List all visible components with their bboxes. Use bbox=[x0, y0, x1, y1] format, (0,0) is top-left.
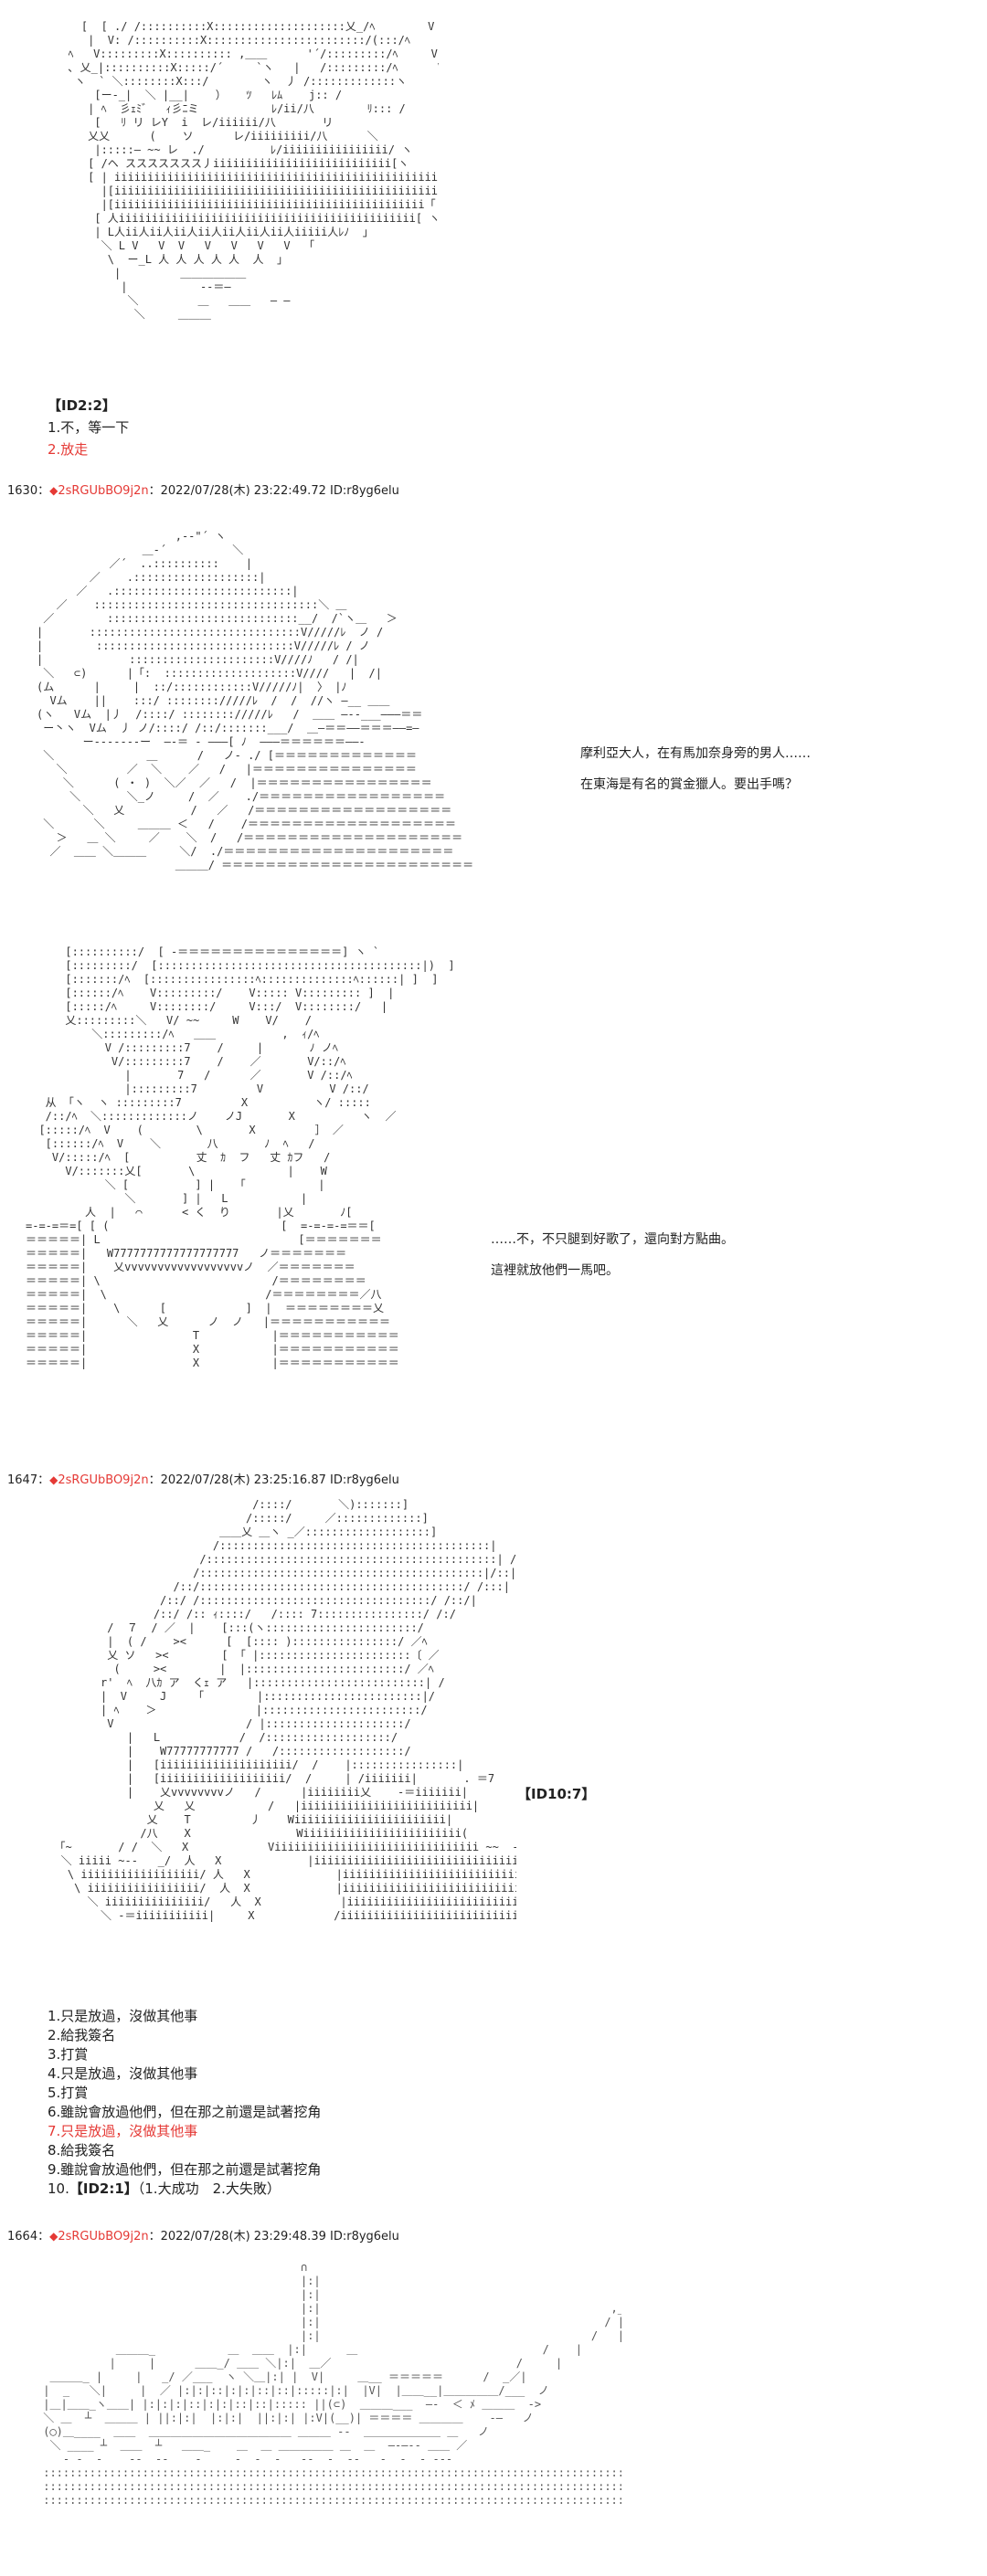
ascii-art-masked-figure: [::::::::::/ [ ‐＝＝＝＝＝＝＝＝＝＝＝＝＝＝＝] ヽ ` [::… bbox=[26, 945, 455, 1369]
id-label-id10-7: 【ID10:7】 bbox=[517, 1786, 596, 1802]
dialogue-line-2: 在東海是有名的賞金獵人。要出手嗎？ bbox=[580, 777, 798, 792]
option-3: 3.打賞 bbox=[48, 2046, 89, 2063]
post-header-1647: 1647：◆2sRGUbBO9j2n：2022/07/28(木) 23:25:1… bbox=[7, 1473, 399, 1487]
post-id: ID:r8yg6elu bbox=[330, 2230, 399, 2243]
post-number: 1630 bbox=[7, 484, 38, 498]
ascii-art-ship: ∩ |:| |:| |:| ,_ bbox=[43, 2261, 621, 2507]
post-datetime: 2022/07/28(木) 23:25:16.87 bbox=[160, 1473, 326, 1487]
ascii-art-face: [ [ ./ /::::::::::Χ::::::::::::::::::::乂… bbox=[68, 20, 439, 321]
id-label-id2-1: 【ID2:1】 bbox=[69, 2180, 138, 2197]
option-6: 6.雖說會放過他們，但在那之前還是試著挖角 bbox=[48, 2104, 322, 2120]
option-8: 8.給我簽名 bbox=[48, 2142, 116, 2159]
dialogue-line-1: 摩利亞大人，在有馬加奈身旁的男人…… bbox=[580, 746, 811, 761]
option-2-selected: 2.放走 bbox=[48, 441, 89, 458]
post-id: ID:r8yg6elu bbox=[330, 484, 399, 498]
choice-block-id2-2: 【ID2:2】 1.不，等一下 2.放走 bbox=[48, 395, 129, 460]
trip-diamond-icon: ◆ bbox=[49, 2230, 58, 2243]
option-1: 1.只是放過，沒做其他事 bbox=[48, 2008, 198, 2024]
tripcode-link[interactable]: 2sRGUbBO9j2n bbox=[58, 484, 149, 498]
post-id: ID:r8yg6elu bbox=[330, 1473, 399, 1487]
trip-diamond-icon: ◆ bbox=[49, 1473, 58, 1486]
id-label: 【ID2:2】 bbox=[48, 397, 116, 414]
option-7-selected: 7.只是放過，沒做其他事 bbox=[48, 2123, 198, 2139]
option-10: 10.【ID2:1】（1.大成功 2.大失敗） bbox=[48, 2180, 281, 2197]
post-datetime: 2022/07/28(木) 23:22:49.72 bbox=[160, 484, 326, 498]
dialogue-1630-a: 摩利亞大人，在有馬加奈身旁的男人…… 在東海是有名的賞金獵人。要出手嗎？ bbox=[580, 738, 811, 800]
post-header-1664: 1664：◆2sRGUbBO9j2n：2022/07/28(木) 23:29:4… bbox=[7, 2230, 399, 2243]
post-number: 1664 bbox=[7, 2230, 38, 2243]
trip-diamond-icon: ◆ bbox=[49, 484, 58, 497]
tripcode-link[interactable]: 2sRGUbBO9j2n bbox=[58, 2230, 149, 2243]
dialogue-1630-b: ……不，不只腿到好歌了，還向對方點曲。 這裡就放他們一馬吧。 bbox=[491, 1224, 734, 1286]
option-2: 2.給我簽名 bbox=[48, 2027, 116, 2043]
dialogue-line-3: ……不，不只腿到好歌了，還向對方點曲。 bbox=[491, 1232, 734, 1247]
option-5: 5.打賞 bbox=[48, 2085, 89, 2101]
ascii-art-hooded-figure: ,-‐"´ ヽ ＿‐´ ＼ ／´ ..:::::::::: | ／ .:::::… bbox=[37, 530, 474, 871]
dialogue-line-4: 這裡就放他們一馬吧。 bbox=[491, 1263, 619, 1278]
option-9: 9.雖說會放過他們，但在那之前還是試著挖角 bbox=[48, 2161, 322, 2178]
choice-list-1647: 1.只是放過，沒做其他事 2.給我簽名 3.打賞 4.只是放過，沒做其他事 5.… bbox=[48, 2007, 321, 2199]
option-4: 4.只是放過，沒做其他事 bbox=[48, 2065, 198, 2082]
post-number: 1647 bbox=[7, 1473, 38, 1487]
option-1: 1.不，等一下 bbox=[48, 419, 130, 436]
post-datetime: 2022/07/28(木) 23:29:48.39 bbox=[160, 2230, 326, 2243]
post-header-1630: 1630：◆2sRGUbBO9j2n：2022/07/28(木) 23:22:4… bbox=[7, 484, 399, 498]
ascii-art-standing-figure: /::::/ ＼):::::::] /:::::/ ／:::::::::::::… bbox=[54, 1498, 516, 1922]
tripcode-link[interactable]: 2sRGUbBO9j2n bbox=[58, 1473, 149, 1487]
